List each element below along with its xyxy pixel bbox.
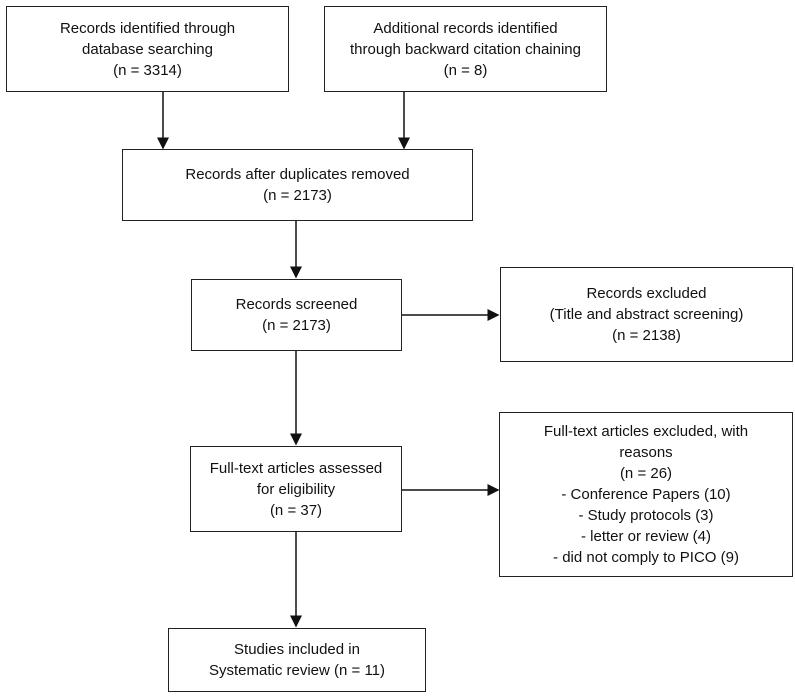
box-additional-records: Additional records identified through ba… [324,6,607,92]
box-line: Full-text articles assessed [209,459,383,477]
box-line: Additional records identified [373,19,558,37]
box-fulltext-assessed: Full-text articles assessed for eligibil… [190,446,402,532]
box-studies-included: Studies included in Systematic review (n… [168,628,426,692]
box-records-screened: Records screened (n = 2173) [191,279,402,351]
box-records-excluded: Records excluded (Title and abstract scr… [500,267,793,362]
box-line: database searching [82,40,213,58]
box-line: for eligibility [256,480,336,498]
box-count: (n = 3314) [113,61,182,79]
box-line: Systematic review (n = 11) [208,662,386,679]
box-records-identified-database: Records identified through database sear… [6,6,289,92]
box-line: Records after duplicates removed [185,166,410,183]
box-line: Studies included in [234,641,360,658]
box-line: Records screened [235,296,358,313]
exclusion-reason: - Study protocols (3) [578,507,714,524]
exclusion-reason: - Conference Papers (10) [561,486,731,503]
box-line: through backward citation chaining [350,40,581,58]
box-line: (Title and abstract screening) [549,306,744,323]
box-line: Records excluded [586,285,707,302]
box-records-after-duplicates: Records after duplicates removed (n = 21… [122,149,473,221]
exclusion-reason: - letter or review (4) [580,528,712,545]
box-count: (n = 37) [269,501,323,519]
box-count: (n = 2173) [263,187,332,204]
box-line: reasons [619,444,673,461]
box-line: Records identified through [59,19,236,37]
box-count: (n = 2173) [262,317,331,334]
box-count: (n = 8) [443,61,488,79]
box-count: (n = 2138) [612,327,681,344]
box-fulltext-excluded: Full-text articles excluded, with reason… [499,412,793,577]
box-count: (n = 26) [619,465,673,482]
box-line: Full-text articles excluded, with [543,423,749,440]
exclusion-reason: - did not comply to PICO (9) [553,549,739,566]
